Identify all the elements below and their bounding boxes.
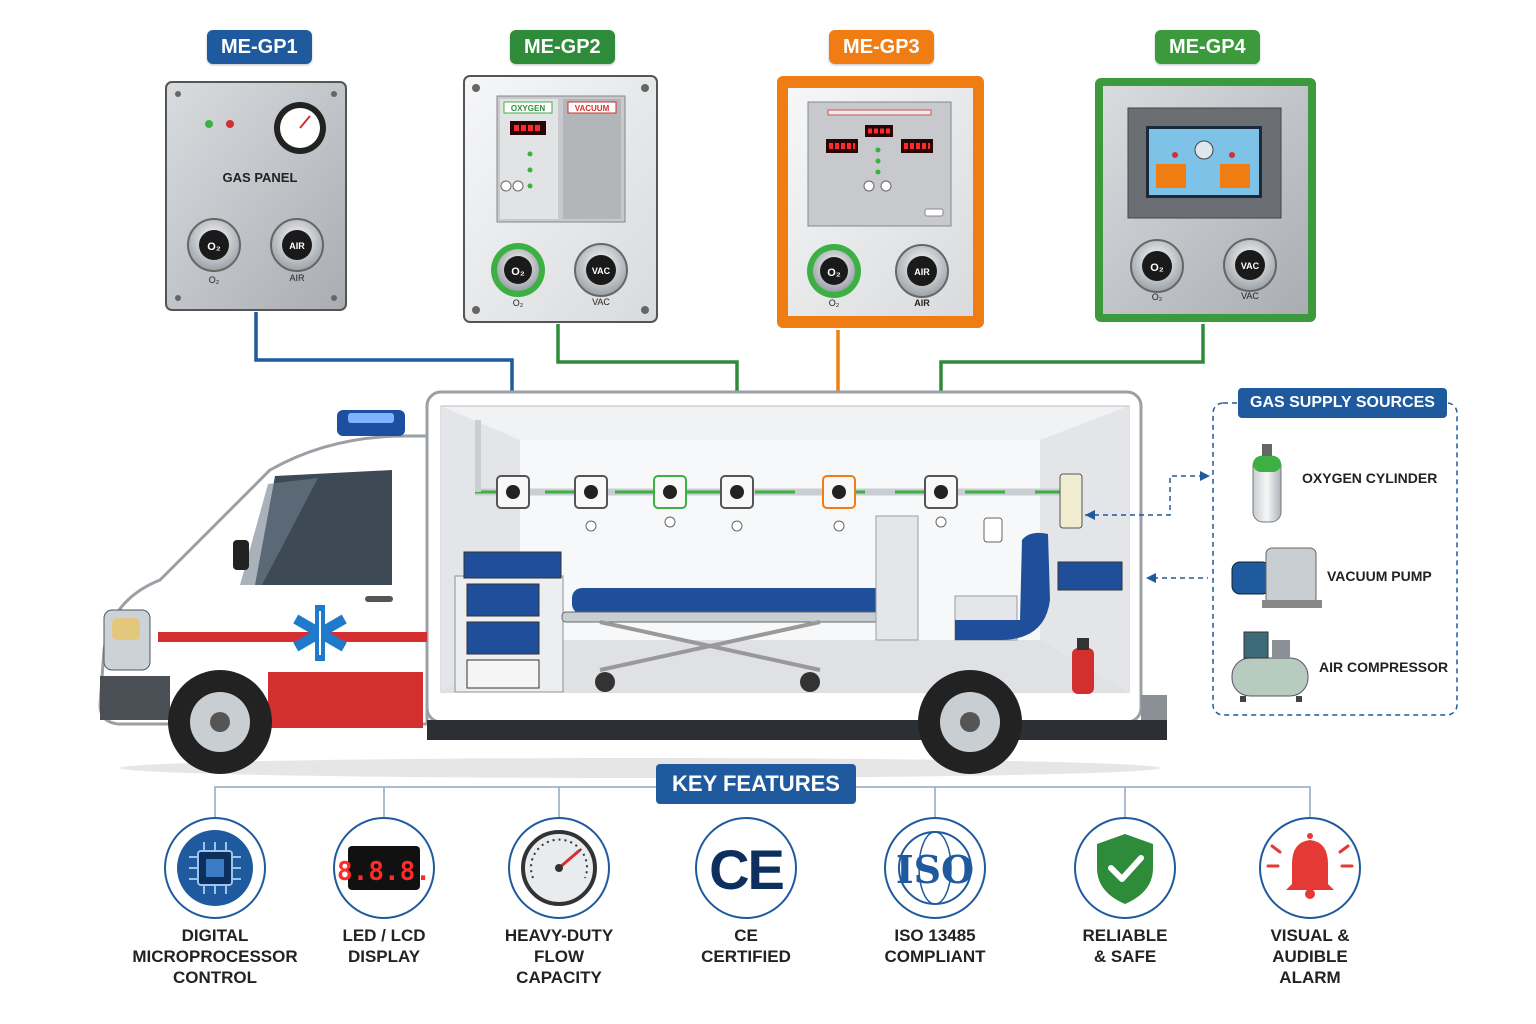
feature-line: AUDIBLE: [1272, 947, 1348, 966]
feature-line: DISPLAY: [347, 947, 421, 966]
panel-3-right-outlet: AIR: [914, 267, 930, 277]
feature-line: FLOW: [533, 947, 585, 966]
led-display-text: 8.8.8.: [337, 857, 431, 887]
panel-2-left-label: O₂: [513, 298, 524, 308]
feature-line: LED / LCD: [342, 926, 426, 945]
led-display-icon: 8.8.8.: [333, 817, 435, 919]
storage-cabinet: [454, 551, 564, 693]
panel-4-right-outlet: VAC: [1241, 261, 1260, 271]
panel-2-right-outlet: VAC: [592, 266, 611, 276]
panel-3-right-label: AIR: [914, 298, 930, 308]
supply-item-oxygen: OXYGEN CYLINDER: [1302, 470, 1438, 486]
feature-line: & SAFE: [1093, 947, 1157, 966]
vacuum-pump-icon: [1231, 547, 1322, 608]
features-connector-lines: [214, 786, 1311, 822]
panel-3-tag: ME-GP3: [829, 30, 934, 64]
feature-icons: 8.8.8. CE ISO: [164, 817, 1361, 919]
panel-me-gp2: OXYGEN VACUUM O₂ VAC O₂ VAC: [463, 75, 658, 323]
iso-mark-text: ISO: [896, 847, 974, 892]
feature-alarm: VISUAL & AUDIBLE ALARM: [1220, 925, 1400, 988]
feature-display: LED / LCD DISPLAY: [294, 925, 474, 967]
panel-me-gp1: GAS PANEL O₂ AIR O₂ AIR: [165, 81, 347, 311]
feature-flow: HEAVY-DUTY FLOW CAPACITY: [469, 925, 649, 988]
panel-4-left-outlet: O₂: [1150, 262, 1164, 274]
feature-line: ISO 13485: [894, 926, 976, 945]
feature-ce: CE CERTIFIED: [656, 925, 836, 967]
panel-2-left-display: OXYGEN: [511, 104, 545, 113]
gauge-icon: [508, 817, 610, 919]
star-of-life-icon: [293, 605, 347, 661]
panel-1-screen-text: GAS PANEL: [223, 170, 298, 185]
front-wheel: [168, 670, 272, 774]
feature-iso: ISO 13485 COMPLIANT: [845, 925, 1025, 967]
panel-3-left-outlet: O₂: [827, 267, 841, 279]
panel-4-right-label: VAC: [1241, 291, 1259, 301]
feature-line: CE: [734, 926, 758, 945]
ce-mark-icon: CE: [695, 817, 797, 919]
supply-title: GAS SUPPLY SOURCES: [1238, 388, 1447, 418]
feature-line: MICROPROCESSOR: [132, 947, 298, 966]
air-compressor-icon: [1231, 631, 1309, 702]
fire-extinguisher-icon: [1072, 638, 1094, 694]
wall-outlets: [496, 473, 1083, 543]
panel-1-left-outlet: O₂: [207, 241, 221, 253]
feature-microprocessor: DIGITAL MICROPROCESSOR CONTROL: [125, 925, 305, 988]
panel-1-right-outlet: AIR: [289, 241, 305, 251]
panel-3-left-label: O₂: [829, 298, 840, 308]
ambulance-cutaway: [98, 390, 1167, 778]
panel-me-gp4: O₂ VAC O₂ VAC: [1095, 78, 1316, 322]
feature-line: COMPLIANT: [884, 947, 986, 966]
panel-2-right-label: VAC: [592, 297, 610, 307]
features-title: KEY FEATURES: [656, 764, 856, 804]
panel-4-tag: ME-GP4: [1155, 30, 1260, 64]
iso-globe-icon: ISO: [884, 817, 986, 919]
panel-1-right-label: AIR: [289, 273, 305, 283]
feature-line: CAPACITY: [516, 968, 602, 987]
panel-2-left-outlet: O₂: [511, 266, 525, 278]
attendant-seat: [954, 532, 1050, 641]
feature-line: RELIABLE: [1082, 926, 1168, 945]
stretcher: [561, 588, 891, 692]
feature-reliable: RELIABLE & SAFE: [1035, 925, 1215, 967]
oxygen-cylinder-icon: [1252, 444, 1282, 523]
panel-1-left-label: O₂: [209, 275, 220, 285]
panel-4-left-label: O₂: [1152, 292, 1163, 302]
supply-item-vacuum: VACUUM PUMP: [1327, 568, 1432, 584]
feature-line: DIGITAL: [181, 926, 249, 945]
supply-item-compressor: AIR COMPRESSOR: [1319, 659, 1449, 675]
feature-line: CERTIFIED: [701, 947, 791, 966]
panel-me-gp3: O₂ AIR O₂ AIR: [777, 76, 984, 328]
feature-line: ALARM: [1279, 968, 1341, 987]
microchip-icon: [164, 817, 266, 919]
alarm-bell-icon: [1259, 817, 1361, 919]
feature-line: CONTROL: [172, 968, 258, 987]
panel-1-tag: ME-GP1: [207, 30, 312, 64]
panel-2-right-display: VACUUM: [575, 104, 610, 113]
shield-check-icon: [1074, 817, 1176, 919]
ce-mark-text: CE: [709, 838, 783, 901]
feature-line: HEAVY-DUTY: [504, 926, 614, 945]
feature-line: VISUAL &: [1270, 926, 1350, 945]
panel-2-tag: ME-GP2: [510, 30, 615, 64]
rear-wheel: [918, 670, 1022, 774]
